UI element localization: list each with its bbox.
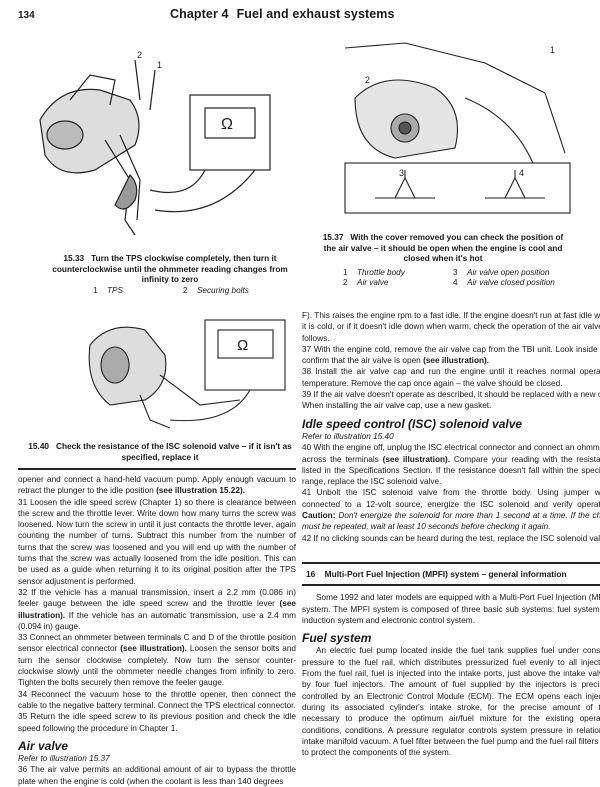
text: 33 Connect an ohmmeter between terminals…	[18, 633, 296, 654]
legend-label: Air valve	[357, 278, 389, 287]
legend-number: 1	[343, 268, 348, 277]
paragraph-36-continued: F). This raises the engine rpm to a fast…	[302, 311, 600, 343]
right-column: F). This raises the engine rpm to a fast…	[302, 310, 600, 758]
text: 41 Unbolt the ISC solenoid valve from th…	[302, 488, 600, 509]
illustration-reference: Refer to illustration 15.37	[18, 754, 110, 764]
caution-label: Caution:	[302, 511, 336, 521]
figure-15-33-legend: 1 TPS 2 Securing bolts	[93, 286, 249, 296]
callout-1: 2	[137, 50, 142, 60]
figure-15-40-caption: 15.40 Check the resistance of the ISC so…	[25, 441, 295, 462]
illustration-ref: (see illustration 15.22).	[156, 486, 246, 496]
text: Loosen the sensor bolts and turn the sen…	[18, 644, 296, 688]
ohm-symbol: Ω	[221, 116, 233, 133]
legend-number: 3	[453, 268, 458, 277]
illustration-ref: (see illustration).	[18, 599, 296, 620]
paragraph-34: 34 Reconnect the vacuum hose to the thro…	[18, 689, 296, 710]
heading-fuel-system: Fuel system	[302, 631, 372, 646]
text: Compare your reading with the resistance…	[302, 454, 600, 487]
paragraph-30: opener and connect a hand-held vacuum pu…	[18, 474, 296, 497]
heading-air-valve: Air valve	[18, 738, 69, 753]
legend-label: Air valve closed position	[467, 278, 555, 287]
callout-3: 3	[399, 168, 404, 178]
chapter-header: Chapter 4 Fuel and exhaust systems	[170, 7, 403, 21]
illustration-ref: (see illustration).	[423, 356, 490, 366]
callout-2: 2	[365, 75, 370, 85]
paragraph-33: 33 Connect an ohmmeter between terminals…	[18, 632, 296, 688]
figure-15-37-caption: 15.37 With the cover removed you can che…	[318, 232, 568, 264]
text: opener and connect a hand-held vacuum pu…	[18, 475, 296, 496]
caption-text: With the cover removed you can check the…	[323, 232, 564, 263]
legend-number: 2	[343, 278, 348, 287]
caution-text: Don't energize the solenoid for more tha…	[302, 511, 600, 532]
fuel-system-paragraph: An electric fuel pump located inside the…	[302, 646, 600, 758]
paragraph-31: 31 Loosen the idle speed screw (Chapter …	[18, 497, 296, 586]
caption-text: Turn the TPS clockwise completely, then …	[52, 253, 288, 284]
callout-1: 1	[550, 45, 555, 55]
paragraph-40: 40 With the engine off, unplug the ISC e…	[302, 442, 600, 487]
figure-15-37-legend: 1 Throttle body 3 Air valve open position 2…	[343, 268, 573, 288]
figure-number: 15.40	[28, 441, 50, 451]
chapter-title: Fuel and exhaust systems	[236, 7, 395, 21]
callout-4: 4	[519, 168, 524, 178]
figure-15-33-caption: 15.33 Turn the TPS clockwise completely,…	[45, 253, 295, 285]
illustration-ref: (see illustration).	[120, 644, 187, 654]
right-column-clip: F). This raises the engine rpm to a fast…	[302, 310, 600, 768]
left-column: opener and connect a hand-held vacuum pu…	[18, 474, 296, 787]
heading-isc-valve: Idle speed control (ISC) solenoid valve	[302, 416, 523, 431]
illustration-ref: (see illustration).	[382, 454, 451, 464]
section-heading: 16 Multi-Port Fuel Injection (MPFI) syst…	[302, 564, 600, 584]
text: 37 With the engine cold, remove the air …	[302, 344, 600, 366]
illustration-reference: Refer to illustration 15.40	[302, 431, 394, 441]
chapter-number: Chapter 4	[170, 7, 229, 21]
callout-2: 1	[157, 60, 162, 70]
section-number: 16	[306, 568, 316, 579]
legend-label: TPS	[107, 286, 123, 295]
paragraph-41: 41 Unbolt the ISC solenoid valve from th…	[302, 487, 600, 532]
paragraph-39: 39 If the air valve doesn't operate as d…	[302, 390, 600, 411]
paragraph-42: 42 If no clicking sounds can be heard du…	[302, 533, 600, 543]
text: 40 With the engine off, unplug the ISC e…	[302, 443, 600, 464]
figure-number: 15.37	[322, 232, 344, 242]
text: If the vehicle has an automatic transmis…	[18, 610, 296, 631]
divider	[18, 468, 296, 470]
figure-number: 15.33	[63, 253, 85, 263]
divider	[302, 561, 600, 564]
figure-15-40-illustration: Ω	[88, 319, 286, 429]
intro-paragraph: Some 1992 and later models are equipped …	[302, 593, 600, 625]
paragraph-37: 37 With the engine cold, remove the air …	[302, 344, 600, 367]
paragraph-35: 35 Return the idle speed screw to its pr…	[18, 712, 296, 733]
legend-label: Throttle body	[357, 268, 405, 277]
page-number: 134	[18, 10, 35, 21]
text: 32 If the vehicle has a manual transmiss…	[18, 587, 296, 609]
caption-text: Check the resistance of the ISC solenoid…	[55, 441, 292, 462]
figure-15-33-illustration: Ω 2 1	[39, 50, 271, 236]
section-title: Multi-Port Fuel Injection (MPFI) system …	[324, 568, 567, 579]
legend-number: 1	[93, 286, 98, 295]
legend-number: 2	[182, 286, 188, 295]
legend-number: 4	[453, 278, 458, 287]
divider	[302, 584, 600, 587]
figure-15-37-illustration: 3 4 1 2	[344, 42, 571, 214]
paragraph-32: 32 If the vehicle has a manual transmiss…	[18, 587, 296, 632]
legend-label: Air valve open position	[467, 268, 550, 277]
legend-label: Securing bolts	[196, 286, 249, 295]
paragraph-38: 38 Install the air valve cap and run the…	[302, 367, 600, 388]
ohm-symbol: Ω	[237, 337, 248, 354]
